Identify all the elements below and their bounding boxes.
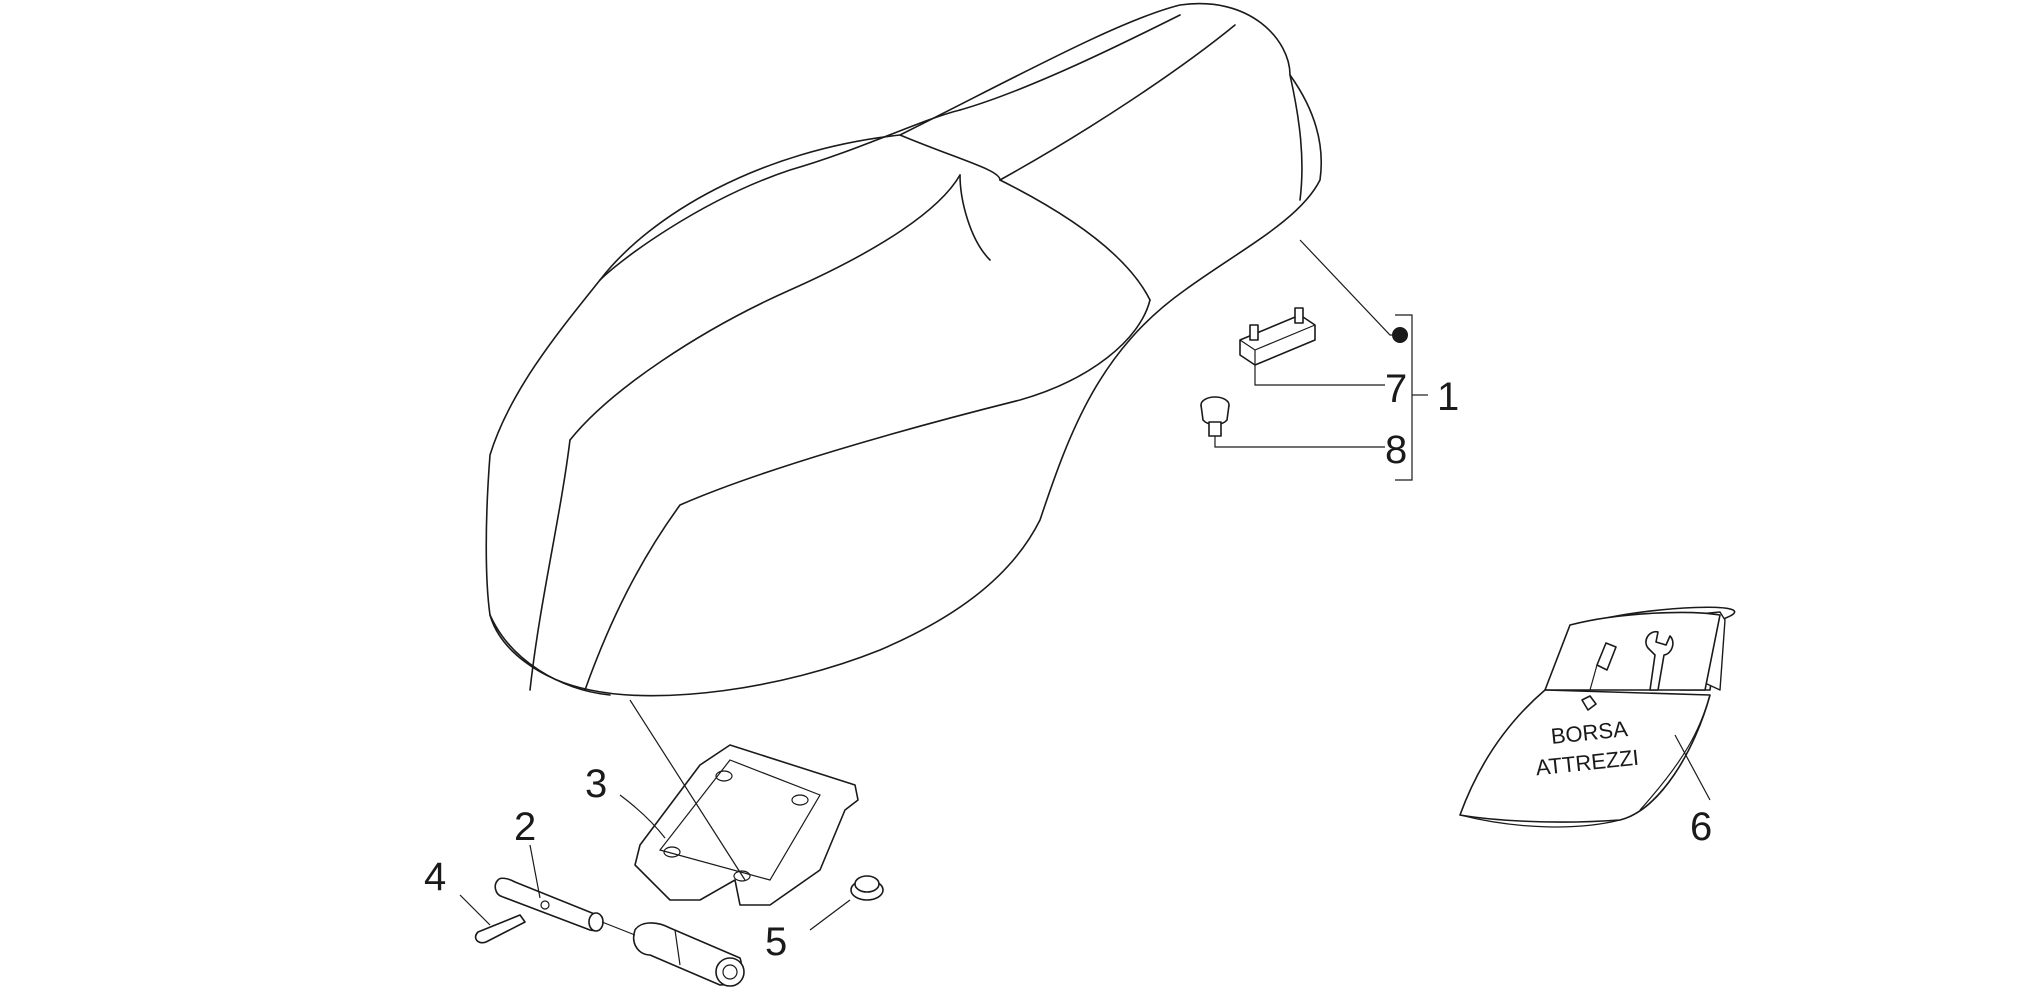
seat-drawing (485, 2, 1323, 697)
callout-4: 4 (424, 855, 446, 899)
part-3-hinge-plate (632, 744, 859, 987)
callout-2: 2 (514, 805, 536, 849)
callout-5: 5 (765, 920, 787, 964)
part-8-screw (1200, 396, 1385, 448)
part-6-tool-bag: BORSA ATTREZZI (1459, 606, 1736, 828)
assembly-dot (1392, 327, 1408, 343)
part-7-bracket (1239, 307, 1385, 386)
callout-8: 8 (1385, 428, 1407, 472)
callout-7: 7 (1385, 367, 1407, 411)
callout-3: 3 (585, 762, 607, 806)
assembly-bracket (1395, 314, 1428, 481)
callout-6: 6 (1690, 805, 1712, 849)
leader-seat-to-plate (629, 699, 746, 881)
part-2-pin (494, 844, 636, 936)
callout-1: 1 (1437, 375, 1459, 419)
leader-3 (619, 794, 666, 839)
part-5-nut (809, 875, 884, 931)
leader-seat-to-1 (1299, 239, 1408, 343)
part-4-cotter-pin (459, 894, 526, 944)
